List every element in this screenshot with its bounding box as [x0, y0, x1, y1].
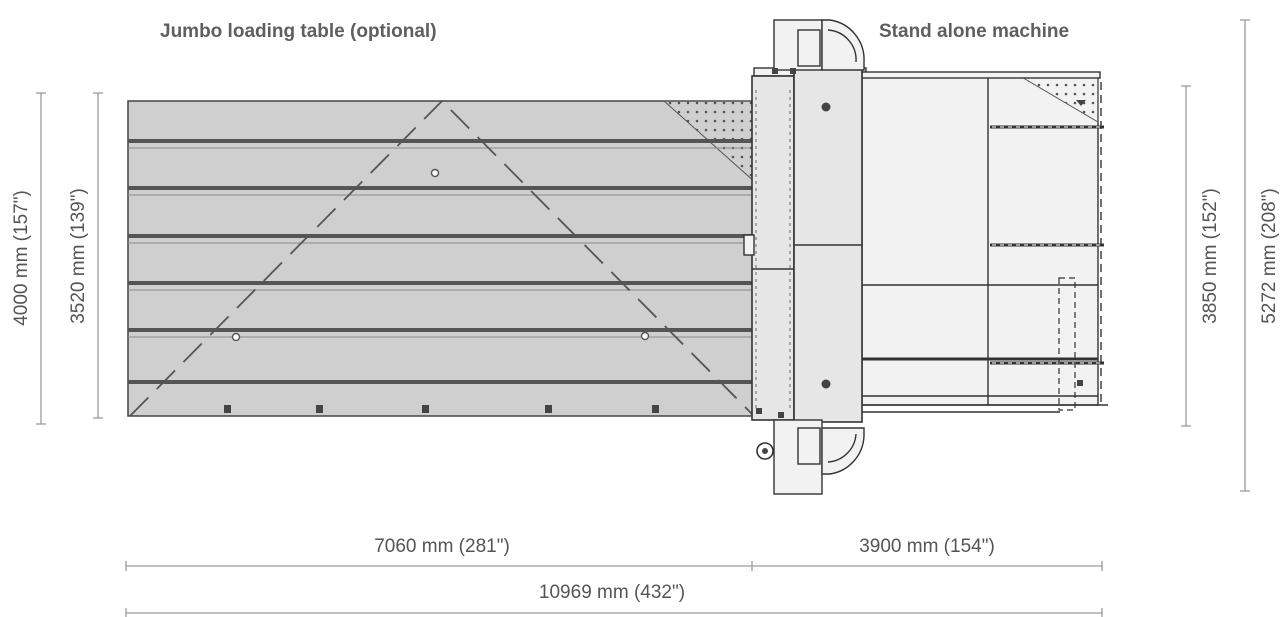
machine-height-label: 3850 mm (152")	[1200, 188, 1221, 324]
table-length-label: 7060 mm (281")	[374, 536, 510, 557]
total-length-label: 10969 mm (432")	[539, 582, 685, 603]
dimension-overall-height-right: 5272 mm (208")	[1240, 19, 1280, 492]
loading-table-heading: Jumbo loading table (optional)	[160, 21, 437, 42]
loading-table	[127, 99, 757, 417]
overall-height-left-label: 4000 mm (157")	[11, 190, 32, 326]
dimension-machine-length: 3900 mm (154")	[752, 536, 1103, 571]
table-height-label: 3520 mm (139")	[68, 188, 89, 324]
dimension-table-height: 3520 mm (139")	[68, 92, 103, 419]
machine-heading: Stand alone machine	[879, 21, 1069, 42]
dimension-table-length: 7060 mm (281")	[125, 536, 753, 571]
overall-height-right-label: 5272 mm (208")	[1259, 188, 1280, 324]
dimension-total-length: 10969 mm (432")	[125, 582, 1103, 617]
machine	[743, 19, 1108, 495]
dimension-overall-height-left: 4000 mm (157")	[11, 92, 46, 425]
machine-length-label: 3900 mm (154")	[859, 536, 995, 557]
dimension-machine-height: 3850 mm (152")	[1181, 85, 1221, 427]
